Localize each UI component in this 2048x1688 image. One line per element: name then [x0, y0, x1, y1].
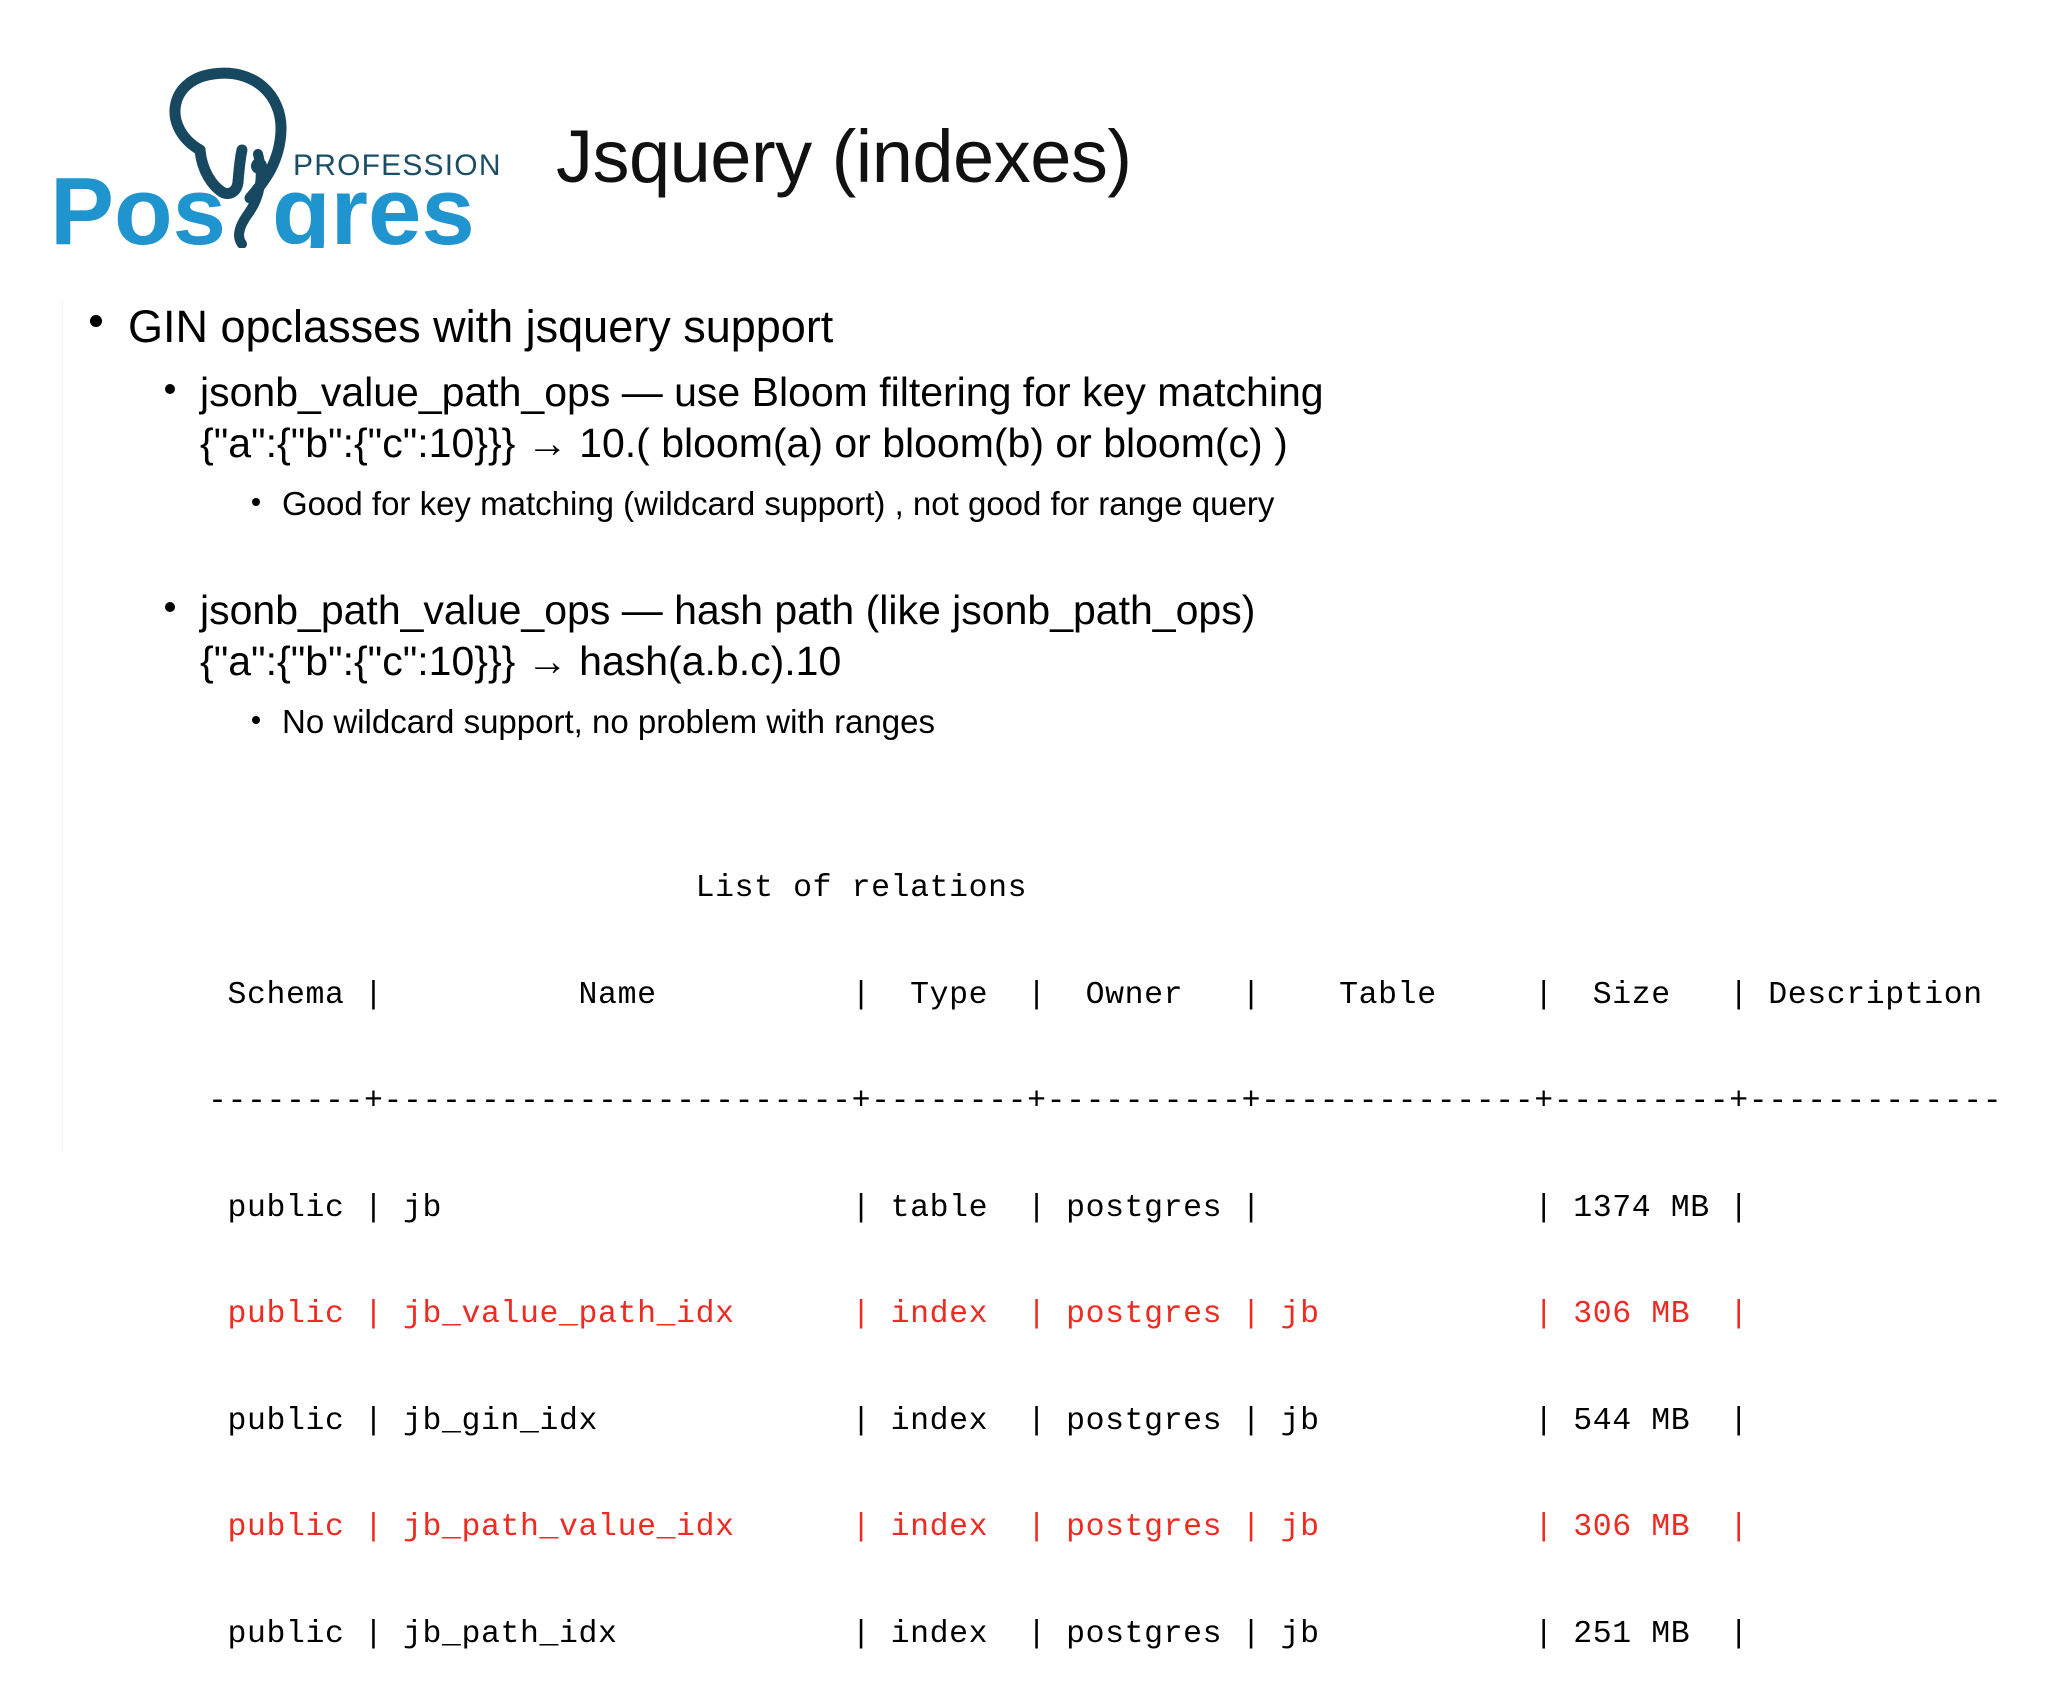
bullet-level2-line2: {"a":{"b":{"c":10}}} → hash(a.b.c).10 [200, 637, 842, 684]
bullet-dot-icon [165, 384, 175, 395]
bullet-level3-text: Good for key matching (wildcard support)… [282, 484, 1275, 522]
psql-header-row: Schema | Name | Type | Owner | Table | S… [208, 977, 2003, 1013]
bullet-dot-icon [252, 497, 260, 506]
logo-wordmark-prefix: Pos [50, 158, 226, 248]
psql-row: public | jb_gin_idx | index | postgres |… [208, 1403, 1769, 1439]
bullet-level2-line1: jsonb_path_value_ops — hash path (like j… [200, 586, 1256, 633]
postgres-professional-logo: PROFESSIONAL Pos gres [50, 58, 502, 248]
bullet-group-spacer [0, 525, 2048, 571]
content-left-rule [62, 300, 63, 1155]
bullet-level1-text: GIN opclasses with jsquery support [128, 301, 834, 352]
psql-output-block: List of relations Schema | Name | Type |… [208, 800, 2002, 1688]
psql-caption: List of relations [208, 871, 1028, 906]
psql-row: public | jb_path_value_idx | index | pos… [208, 1510, 1769, 1545]
bullet-level3-text: No wildcard support, no problem with ran… [282, 702, 935, 740]
bullet-level2-jsonb-value-path-ops: jsonb_value_path_ops — use Bloom filteri… [0, 367, 2048, 469]
psql-row: public | jb_value_path_idx | index | pos… [208, 1297, 1769, 1332]
elephant-eye-icon [251, 158, 267, 174]
bullet-level3-good-for-key-matching: Good for key matching (wildcard support)… [0, 483, 2048, 525]
slide-body: GIN opclasses with jsquery support jsonb… [0, 300, 2048, 743]
page-title: Jsquery (indexes) [556, 115, 1132, 198]
bullet-level2-line1: jsonb_value_path_ops — use Bloom filteri… [200, 369, 1324, 416]
slide-header: PROFESSIONAL Pos gres Jsquery (indexes) [0, 0, 2048, 280]
psql-row: public | jb_path_idx | index | postgres … [208, 1616, 1769, 1652]
bullet-level1-gin-opclasses: GIN opclasses with jsquery support [0, 300, 2048, 353]
elephant-head-icon [169, 67, 287, 204]
bullet-dot-icon [252, 715, 260, 724]
bullet-level2-line2: {"a":{"b":{"c":10}}} → 10.( bloom(a) or … [200, 419, 1288, 466]
bullet-dot-icon [165, 602, 175, 613]
bullet-level3-no-wildcard-support: No wildcard support, no problem with ran… [0, 701, 2048, 743]
psql-separator-row: --------+------------------------+------… [208, 1084, 2003, 1119]
logo-artwork: PROFESSIONAL Pos gres [50, 67, 502, 248]
bullet-dot-icon [90, 315, 102, 328]
logo-tagline: PROFESSIONAL [293, 149, 502, 182]
logo-wordmark-suffix: gres [272, 158, 475, 248]
bullet-level2-jsonb-path-value-ops: jsonb_path_value_ops — hash path (like j… [0, 585, 2048, 687]
psql-row: public | jb | table | postgres | | 1374 … [208, 1190, 1769, 1226]
